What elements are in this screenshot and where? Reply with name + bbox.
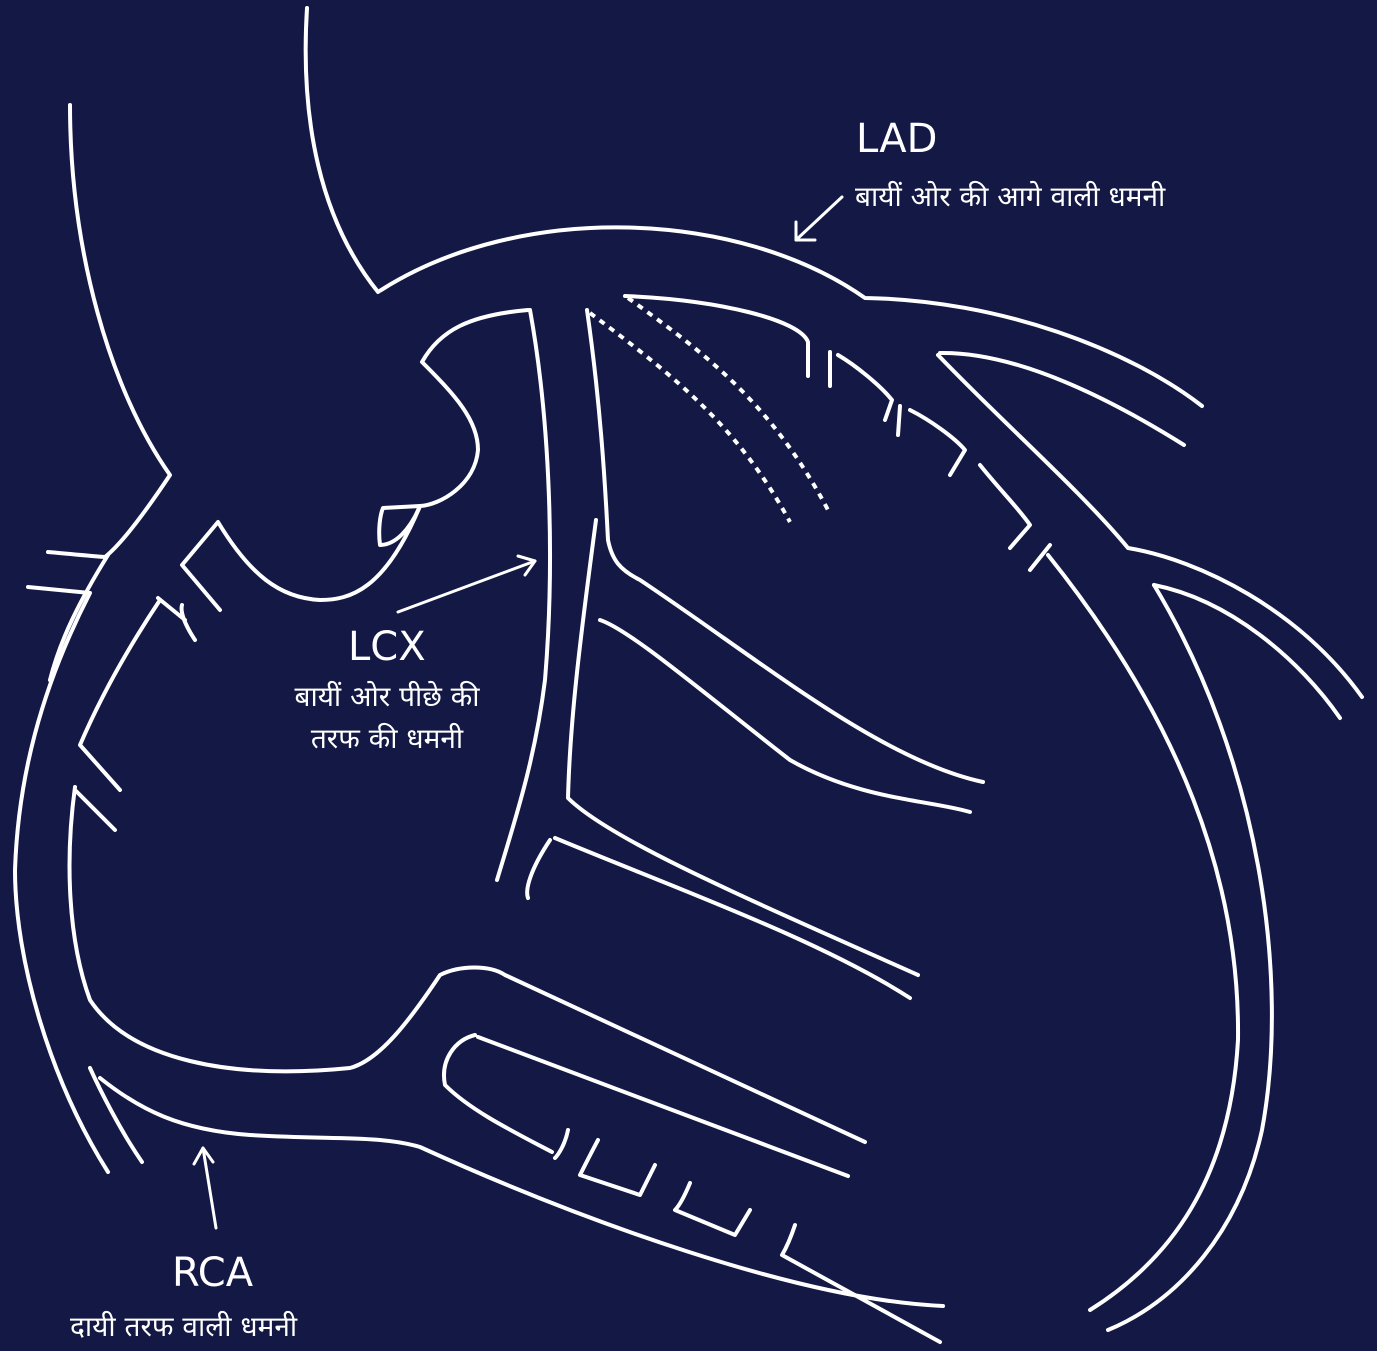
lad-long (940, 353, 1184, 445)
rca-arrow-icon (194, 1148, 216, 1228)
pulmonary-valve (379, 506, 420, 545)
lad-descending (1048, 555, 1238, 1310)
lad-outer (625, 296, 808, 376)
lad-descending-2 (1108, 585, 1272, 1330)
rca-branches (555, 1130, 940, 1342)
rca-label: RCA (172, 1250, 253, 1296)
lad-branch-3 (980, 465, 1050, 570)
lcx-description-line-2: तरफ की धमनी (262, 718, 512, 760)
lcx-lower (527, 838, 910, 998)
rca-description: दायी तरफ वाली धमनी (70, 1306, 297, 1348)
lcx-vessel (497, 310, 550, 880)
lad-wall-2 (568, 520, 918, 975)
lcx-description: बायीं ओर पीछे की तरफ की धमनी (262, 676, 512, 760)
lad-description: बायीं ओर की आगे वाली धमनी (855, 176, 1165, 218)
lad-branch-2 (898, 406, 965, 475)
lad-long-inner (938, 355, 1362, 697)
rca-inner (50, 555, 865, 1142)
lad-label: LAD (856, 116, 937, 162)
lad-arrow-icon (796, 197, 842, 240)
lad-branch-1 (830, 352, 892, 420)
pulmonary-outline (182, 310, 528, 610)
lcx-branch (600, 620, 970, 812)
rca-outer (15, 587, 108, 1172)
aorta-left-wall (48, 105, 170, 557)
lcx-label: LCX (348, 624, 426, 670)
lad-long-2 (1154, 585, 1340, 718)
lcx-description-line-1: बायीं ओर पीछे की (262, 676, 512, 718)
lad-vessel (587, 310, 983, 782)
lcx-arrow-icon (398, 556, 535, 612)
